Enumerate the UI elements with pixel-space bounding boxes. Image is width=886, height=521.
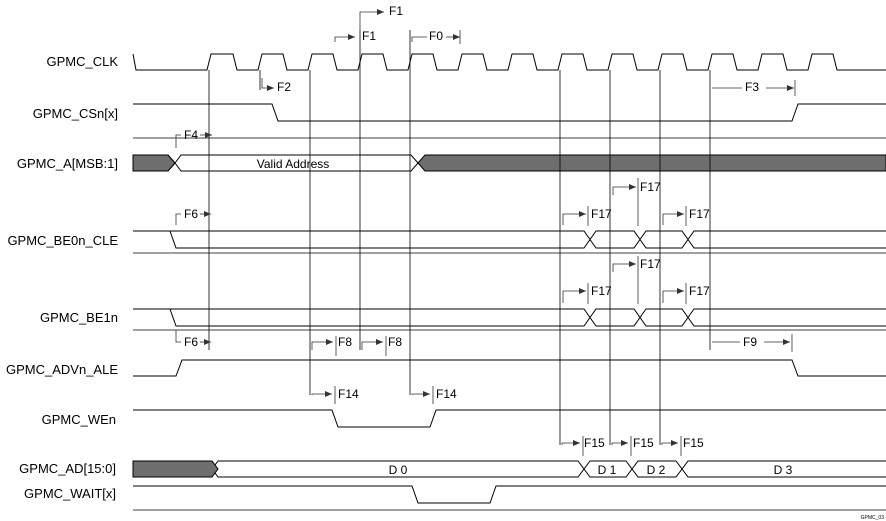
bus-value-d1: D 1 [598, 463, 617, 477]
timing-label-f14-b: F14 [436, 387, 457, 401]
ad-invalid-before [132, 460, 219, 478]
timing-label-f0: F0 [429, 29, 443, 43]
timing-label-f17-be0-c: F17 [689, 207, 710, 221]
signal-label-gpmc-ad: GPMC_AD[15:0] [19, 461, 116, 476]
signal-label-gpmc-be0n-cle: GPMC_BE0n_CLE [7, 233, 118, 248]
timing-label-f17-be0-b: F17 [640, 180, 661, 194]
waveform-gpmc-be0n-cle [133, 230, 886, 249]
bus-value-d2: D 2 [647, 463, 666, 477]
timing-label-f1-top: F1 [389, 4, 403, 18]
timing-label-f9: F9 [743, 335, 757, 349]
addr-invalid-before [132, 154, 176, 172]
row-separators [133, 137, 886, 511]
timing-label-f15-c: F15 [683, 436, 704, 450]
figure-tag: GPMC_03 [861, 515, 885, 521]
bus-value-valid-address: Valid Address [257, 157, 330, 171]
timing-label-f2: F2 [277, 80, 291, 94]
signal-label-gpmc-advn-ale: GPMC_ADVn_ALE [6, 362, 118, 377]
timing-label-f8-b: F8 [388, 335, 402, 349]
timing-label-f17-be0-a: F17 [591, 207, 612, 221]
waveform-gpmc-clk [132, 53, 886, 71]
bus-value-d0: D 0 [389, 463, 408, 477]
timing-label-f4: F4 [184, 128, 198, 142]
timing-arrows [175, 9, 796, 456]
signal-label-gpmc-be1n: GPMC_BE1n [40, 310, 118, 325]
timing-label-f17-be1-b: F17 [640, 257, 661, 271]
timing-label-f15-a: F15 [584, 436, 605, 450]
signal-label-gpmc-a: GPMC_A[MSB:1] [17, 156, 118, 171]
waveform-gpmc-be1n [133, 308, 886, 327]
timing-label-f6-be1: F6 [184, 335, 198, 349]
waveform-gpmc-csn [133, 103, 886, 122]
signal-label-gpmc-wait: GPMC_WAIT[x] [24, 486, 116, 501]
waveform-gpmc-wen [133, 409, 886, 428]
waveform-gpmc-wait [133, 485, 886, 504]
waveform-gpmc-advn-ale [133, 359, 886, 377]
signal-label-gpmc-wen: GPMC_WEn [42, 412, 116, 427]
timing-label-f17-be1-a: F17 [591, 284, 612, 298]
timing-label-f3: F3 [745, 80, 759, 94]
signal-label-gpmc-clk: GPMC_CLK [46, 54, 118, 69]
signal-label-gpmc-csn: GPMC_CSn[x] [33, 106, 118, 121]
bus-value-d3: D 3 [774, 463, 793, 477]
timing-label-f15-b: F15 [633, 436, 654, 450]
timing-label-f14-a: F14 [338, 387, 359, 401]
timing-label-f17-be1-c: F17 [689, 284, 710, 298]
reference-lines [208, 30, 711, 445]
timing-label-f6-be0: F6 [184, 207, 198, 221]
addr-invalid-after [417, 154, 886, 172]
timing-label-f8-a: F8 [338, 335, 352, 349]
waveform-gpmc-ad [211, 460, 886, 478]
timing-label-f1: F1 [362, 29, 376, 43]
